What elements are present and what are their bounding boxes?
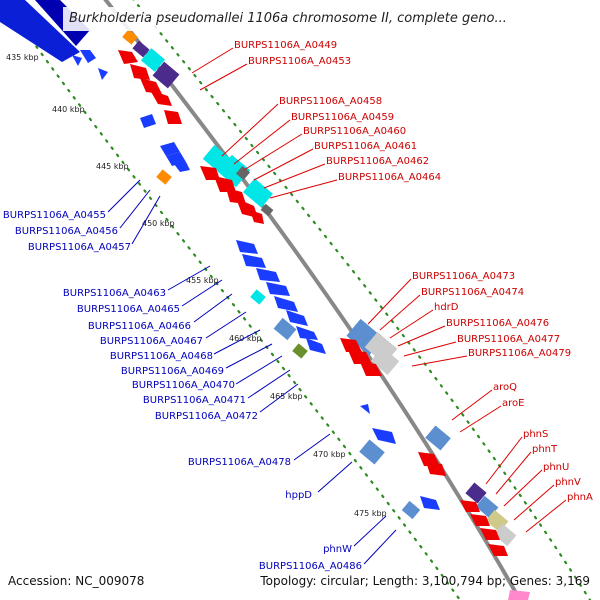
gene-label[interactable]: BURPS1106A_A0468	[110, 351, 213, 362]
gene-label[interactable]: BURPS1106A_A0479	[468, 348, 571, 359]
gene-label[interactable]: BURPS1106A_A0459	[291, 112, 394, 123]
gene-label[interactable]: BURPS1106A_A0471	[143, 395, 246, 406]
gene-label[interactable]: BURPS1106A_A0466	[88, 321, 191, 332]
gene-label[interactable]: BURPS1106A_A0478	[188, 457, 291, 468]
gene-label[interactable]: BURPS1106A_A0457	[28, 242, 131, 253]
gene-label[interactable]: BURPS1106A_A0453	[248, 56, 351, 67]
gene-label[interactable]: aroE	[502, 398, 524, 409]
minus-label-texts: BURPS1106A_A0455 BURPS1106A_A0456 BURPS1…	[3, 210, 362, 572]
gene-label[interactable]: BURPS1106A_A0467	[100, 336, 203, 347]
tick-track-outer	[132, 0, 592, 600]
gene-label[interactable]: phnW	[323, 544, 352, 555]
tick-label: 475 kbp	[354, 509, 387, 518]
gene-label[interactable]: phnT	[532, 444, 558, 455]
map-title: Burkholderia pseudomallei 1106a chromoso…	[63, 7, 600, 31]
gene-label[interactable]: phnV	[555, 477, 581, 488]
plus-strand-labels	[191, 47, 567, 533]
gene-label[interactable]: BURPS1106A_A0465	[77, 304, 180, 315]
plus-strand-features	[118, 29, 530, 600]
minus-strand-features	[140, 114, 440, 520]
tick-track-inner	[8, 8, 462, 600]
gene-label[interactable]: BURPS1106A_A0463	[63, 288, 166, 299]
tick-labels: 435 kbp 440 kbp 445 kbp 450 kbp 455 kbp …	[6, 53, 387, 518]
tick-label: 455 kbp	[186, 276, 219, 285]
tick-label: 465 kbp	[270, 392, 303, 401]
gene-label[interactable]: BURPS1106A_A0473	[412, 271, 515, 282]
accession-text: Accession: NC_009078	[8, 574, 145, 588]
gene-label[interactable]: BURPS1106A_A0455	[3, 210, 106, 221]
tick-label: 470 kbp	[313, 450, 346, 459]
feature-group-top-left	[0, 0, 108, 80]
tick-label: 440 kbp	[52, 105, 85, 114]
gene-label[interactable]: BURPS1106A_A0486	[259, 561, 362, 572]
gene-label[interactable]: phnS	[523, 429, 548, 440]
gene-label[interactable]: hppD	[285, 490, 312, 501]
gene-label[interactable]: BURPS1106A_A0476	[446, 318, 549, 329]
gene-label[interactable]: BURPS1106A_A0474	[421, 287, 524, 298]
plus-label-texts: BURPS1106A_A0449 BURPS1106A_A0453 BURPS1…	[234, 40, 593, 503]
gene-label[interactable]: BURPS1106A_A0469	[121, 366, 224, 377]
genome-stats-text: Topology: circular; Length: 3,100,794 bp…	[260, 574, 590, 588]
gene-label[interactable]: phnU	[543, 462, 569, 473]
gene-label[interactable]: hdrD	[434, 302, 459, 313]
gene-label[interactable]: BURPS1106A_A0449	[234, 40, 337, 51]
gene-label[interactable]: BURPS1106A_A0464	[338, 172, 441, 183]
tick-label: 460 kbp	[229, 334, 262, 343]
gene-label[interactable]: BURPS1106A_A0460	[303, 126, 406, 137]
tick-label: 435 kbp	[6, 53, 39, 62]
gene-label[interactable]: BURPS1106A_A0462	[326, 156, 429, 167]
tick-label: 450 kbp	[142, 219, 175, 228]
gene-label[interactable]: BURPS1106A_A0461	[314, 141, 417, 152]
gene-label[interactable]: BURPS1106A_A0456	[15, 226, 118, 237]
tick-label: 445 kbp	[96, 162, 129, 171]
gene-label[interactable]: BURPS1106A_A0470	[132, 380, 235, 391]
gene-label[interactable]: aroQ	[493, 382, 517, 393]
gene-label[interactable]: BURPS1106A_A0458	[279, 96, 382, 107]
minus-strand-labels	[107, 179, 397, 565]
gene-label[interactable]: BURPS1106A_A0472	[155, 411, 258, 422]
gene-label[interactable]: phnA	[567, 492, 593, 503]
gene-label[interactable]: BURPS1106A_A0477	[457, 334, 560, 345]
